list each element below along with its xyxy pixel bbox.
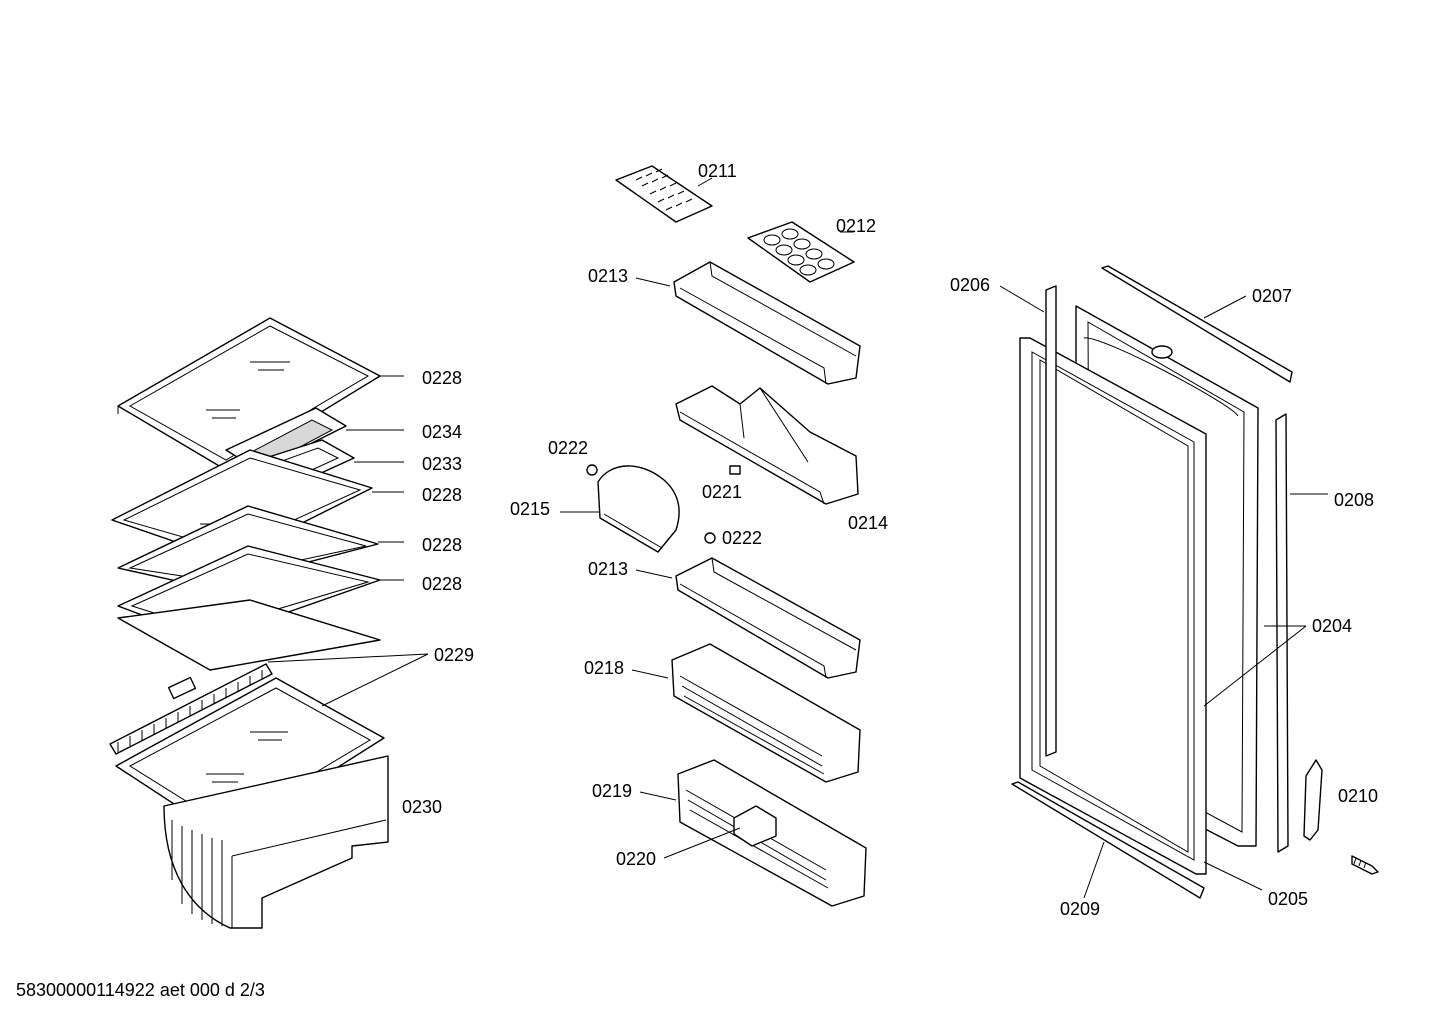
door-shelf-0213-lower <box>675 557 861 679</box>
door-shelves-group <box>586 165 867 907</box>
trim-strip-0209 <box>1011 781 1205 899</box>
label-0210: 0210 <box>1338 786 1378 806</box>
door-shelf-0213-top <box>673 261 861 385</box>
screw-icon <box>1351 855 1379 875</box>
drawing-reference-code: 58300000114922 aet 000 d 2/3 <box>16 980 265 1000</box>
door-shelf-0218 <box>671 643 861 783</box>
label-0205: 0205 <box>1268 889 1308 909</box>
label-0206: 0206 <box>950 275 990 295</box>
label-0234: 0234 <box>422 422 462 442</box>
grommet-0222-lower <box>704 532 716 544</box>
label-0222-lower: 0222 <box>722 528 762 548</box>
gasket-frame-0205 <box>1019 337 1207 875</box>
label-0233: 0233 <box>422 454 462 474</box>
glass-shelf-top <box>117 317 381 476</box>
leader-lines <box>267 177 1328 899</box>
shelf-stack-group <box>109 317 389 929</box>
trim-strip-0207 <box>1101 265 1293 383</box>
label-0228-a: 0228 <box>422 368 462 388</box>
comb-strip-0229 <box>109 663 273 755</box>
label-0220: 0220 <box>616 849 656 869</box>
crisper-cover-shelf <box>117 599 381 671</box>
label-0228-b: 0228 <box>422 485 462 505</box>
hinge-bracket-0210 <box>1303 759 1323 841</box>
label-0209: 0209 <box>1060 899 1100 919</box>
label-0213-top: 0213 <box>588 266 628 286</box>
label-0208: 0208 <box>1334 490 1374 510</box>
label-0214: 0214 <box>848 513 888 533</box>
label-0219: 0219 <box>592 781 632 801</box>
dairy-flap-0215 <box>597 465 680 553</box>
door-shelf-0219 <box>677 759 867 907</box>
trim-strip-0206 <box>1045 285 1057 757</box>
label-0211: 0211 <box>698 161 737 181</box>
label-0228-c: 0228 <box>422 535 462 555</box>
label-0218: 0218 <box>584 658 624 678</box>
label-0221: 0221 <box>702 482 742 502</box>
label-0222-top: 0222 <box>548 438 588 458</box>
divider-0220 <box>733 805 777 847</box>
door-assembly-group <box>1011 265 1379 899</box>
crisper-box-0230 <box>163 755 389 929</box>
ice-tray-0211 <box>615 165 713 223</box>
door-shelf-0214 <box>675 385 859 505</box>
label-0212: 0212 <box>836 216 876 236</box>
label-0213-lower: 0213 <box>588 559 628 579</box>
label-0229: 0229 <box>434 645 474 665</box>
label-0215: 0215 <box>510 499 550 519</box>
trim-strip-0208 <box>1275 413 1289 853</box>
egg-tray-0212 <box>747 221 855 283</box>
label-0230: 0230 <box>402 797 442 817</box>
part-labels: 0211 0212 0213 0214 0222 0221 0215 0222 … <box>402 161 1378 919</box>
grommet-0222-top <box>586 464 598 476</box>
label-0228-d: 0228 <box>422 574 462 594</box>
label-0207: 0207 <box>1252 286 1292 306</box>
label-0204: 0204 <box>1312 616 1352 636</box>
